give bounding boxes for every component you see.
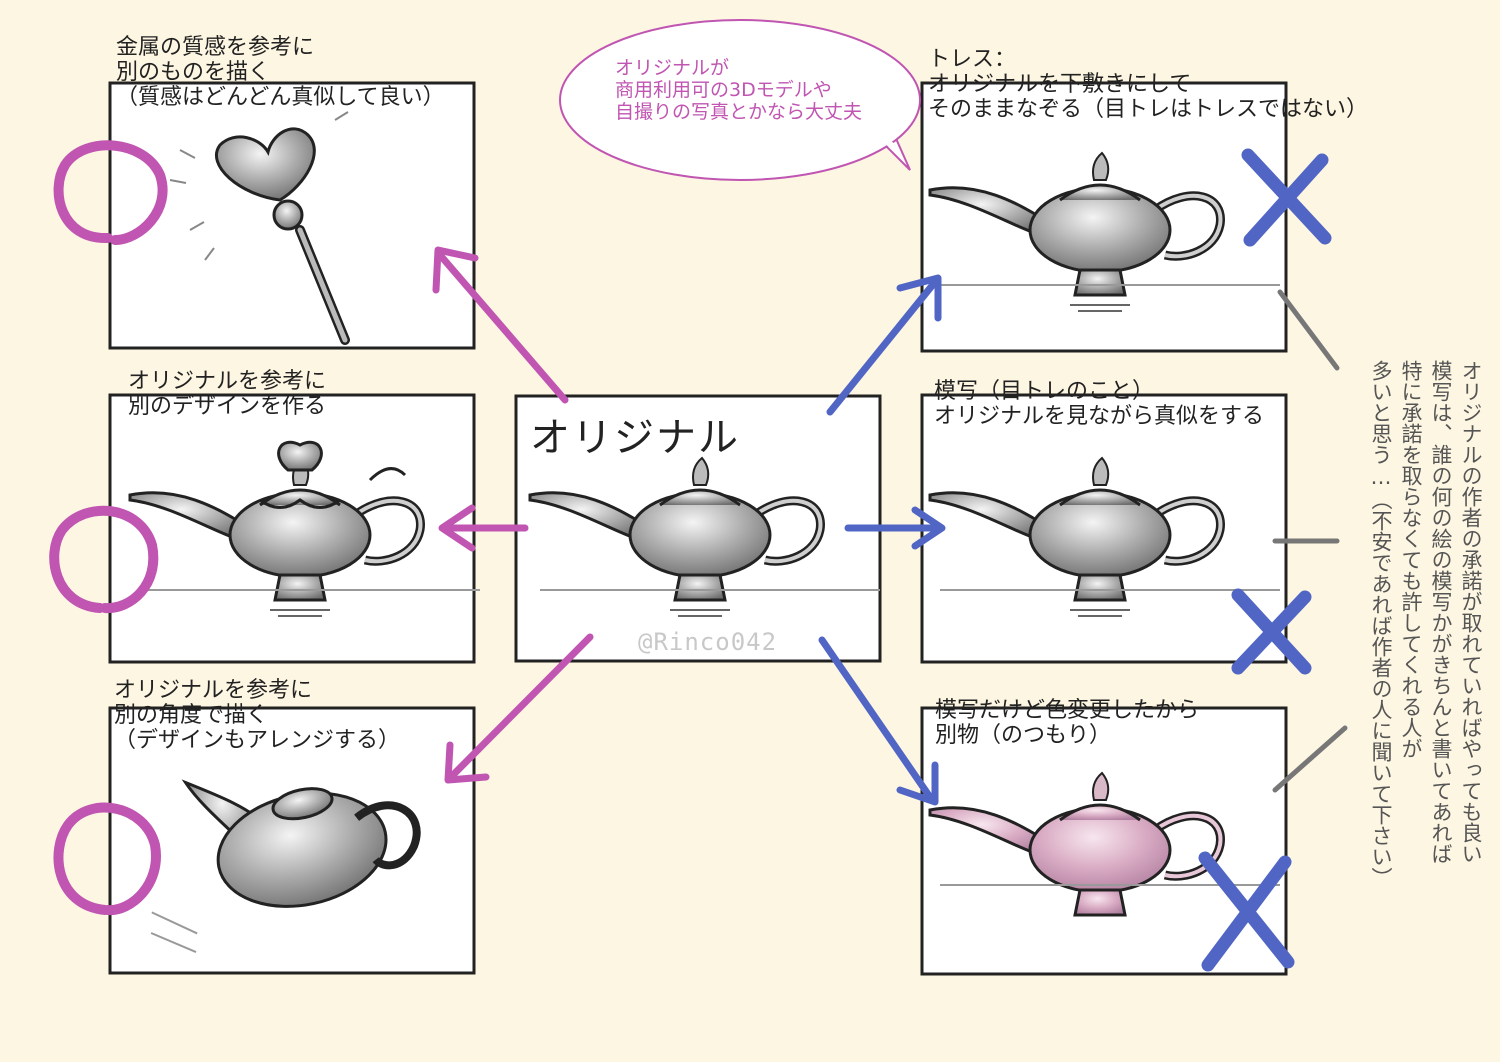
caption-new-angle: オリジナルを参考に 別の角度で描く （デザインもアレンジする） xyxy=(114,678,401,753)
caption-copy: 模写（目トレのこと） オリジナルを見ながら真似をする xyxy=(934,379,1265,429)
arrow-to-texture xyxy=(432,246,569,404)
watermark: @Rinco042 xyxy=(638,628,778,656)
speech-bubble xyxy=(559,19,921,181)
arrow-to-recolor xyxy=(818,636,939,806)
caption-recolor: 模写だけど色変更したから 別物（のつもり） xyxy=(935,698,1200,748)
side-note-line-4: 多いと思う…（不安であれば作者の人に聞いて下さい） xyxy=(1369,360,1393,888)
heart-wand-illustration xyxy=(169,111,350,345)
arrow-to-copy xyxy=(844,506,946,550)
ok-circle-mark xyxy=(49,505,159,614)
note-connector xyxy=(1272,289,1348,793)
arrow-to-design xyxy=(438,504,529,552)
angled-teapot-illustration xyxy=(150,779,421,953)
ng-cross-mark xyxy=(1198,851,1295,972)
caption-texture-reference: 金属の質感を参考に 別のものを描く （質感はどんどん真似して良い） xyxy=(116,35,445,110)
original-title: オリジナル xyxy=(530,415,740,461)
ng-cross-mark xyxy=(1241,148,1332,247)
caption-trace: トレス： オリジナルを下敷きにして そのままなぞる（目トレはトレスではない） xyxy=(928,47,1369,122)
side-note-line-1: オリジナルの作者の承諾が取れていればやっても良い xyxy=(1459,360,1483,864)
speech-bubble-text: オリジナルが 商用利用可の3Dモデルや 自撮りの写真とかなら大丈夫 xyxy=(615,57,863,123)
caption-new-design: オリジナルを参考に 別のデザインを作る xyxy=(128,369,327,419)
ok-circle-mark xyxy=(53,140,168,245)
ng-cross-mark xyxy=(1231,588,1312,675)
ok-circle-mark xyxy=(53,802,161,916)
arrow-to-trace xyxy=(826,274,942,416)
pink-lamp-illustration xyxy=(928,771,1280,917)
arrow-to-angle xyxy=(444,633,594,784)
side-note-line-2: 模写は、誰の何の絵の模写かがきちんと書いてあれば xyxy=(1429,360,1453,864)
side-note-line-3: 特に承諾を取らなくても許してくれる人が xyxy=(1399,360,1423,759)
decorated-teapot-illustration xyxy=(130,440,480,616)
